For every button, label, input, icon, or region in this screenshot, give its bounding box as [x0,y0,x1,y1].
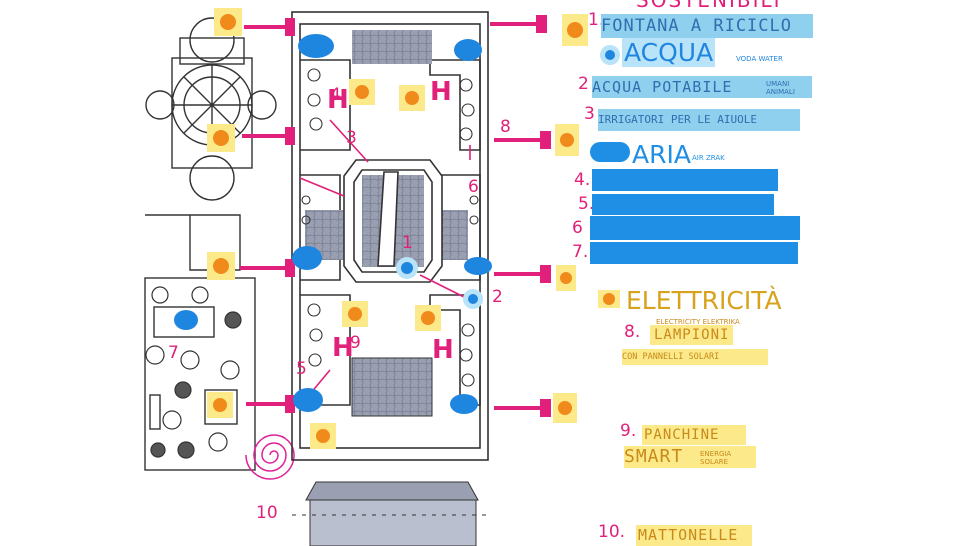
elettricita-item-9-sub: SMART [624,446,756,468]
map-number-2: 2 [492,287,503,307]
acqua-item-1-label: FONTANA A RICICLO [601,14,813,38]
tree-icons [301,68,479,387]
sun-icons [207,8,588,449]
acqua-item-2-number: 2 [578,74,589,94]
map-numbers: 1 2 3 4 5 6 7 8 9 10 [168,85,511,523]
water-drop-icons [396,257,483,309]
aria-item-7-number: 7. [572,242,589,262]
aria-item-7-bar [590,242,798,264]
bench-marks: H H H H [327,77,454,365]
map-number-1: 1 [402,233,413,253]
elettricita-item-8-label: LAMPIONI [650,325,734,345]
aria-item-4-number: 4. [574,170,591,190]
water-drop-icon [600,45,620,65]
elettricita-heading: ELETTRICITÀ [626,286,782,315]
svg-text:H: H [327,85,349,115]
aria-item-5-bar [592,194,774,215]
acqua-item-3-number: 3 [584,104,595,124]
elettricita-item-9-number: 9. [620,421,637,441]
map-number-8: 8 [500,117,511,137]
elettricita-item-8-number: 8. [624,322,641,342]
tile-pavilion [292,481,492,546]
map-number-3: 3 [346,128,357,148]
page-title: SOSTENIBILI [636,0,782,12]
acqua-item-2-note: UMANI ANIMALI [766,80,795,96]
sun-icon [598,290,620,308]
acqua-heading-note: VODA WATER [736,55,783,63]
elettricita-item-8-sub: CON PANNELLI SOLARI [622,349,768,365]
map-number-7: 7 [168,343,179,363]
aria-item-6-bar [590,216,800,240]
elettricita-heading-note: ELECTRICITY ELEKTRIKA [656,318,740,326]
stone-right [438,210,468,260]
elettricita-item-9-label: PANCHINE [642,425,746,445]
acqua-item-2-label: ACQUA POTABILE [592,76,812,98]
cloud-icon [590,142,630,162]
elettricita-item-10-label: MATTONELLE [636,525,752,546]
gazebo-structure [145,17,277,201]
spiral-icon [245,434,295,480]
stone-top [352,30,432,64]
elettricita-item-10-number: 10. [598,522,626,542]
elettricita-item-9-note: ENERGIA SOLARE [700,450,732,466]
lamp-posts [240,15,551,417]
acqua-item-3-label: IRRIGATORI PER LE AIUOLE [598,109,800,131]
svg-text:H: H [430,77,452,107]
aria-item-6-number: 6 [572,218,583,238]
acqua-item-1-number: 1. [588,10,605,30]
acqua-heading: ACQUA [622,38,716,67]
aria-item-5-number: 5. [578,194,595,214]
map-number-4: 4 [330,85,341,105]
aria-item-4-bar [592,169,778,191]
aria-heading-note: AIR ZRAK [692,154,725,162]
svg-text:H: H [432,335,454,365]
map-number-6: 6 [468,177,479,197]
central-fountain-area [343,159,443,283]
svg-text:H: H [332,333,354,363]
map-number-9: 9 [350,333,361,353]
map-number-5: 5 [296,359,307,379]
left-trees [145,286,242,459]
cloud-icons [174,34,492,414]
aria-heading: ARIA [632,140,691,169]
map-number-10: 10 [256,503,278,523]
stone-bottom [351,357,433,417]
